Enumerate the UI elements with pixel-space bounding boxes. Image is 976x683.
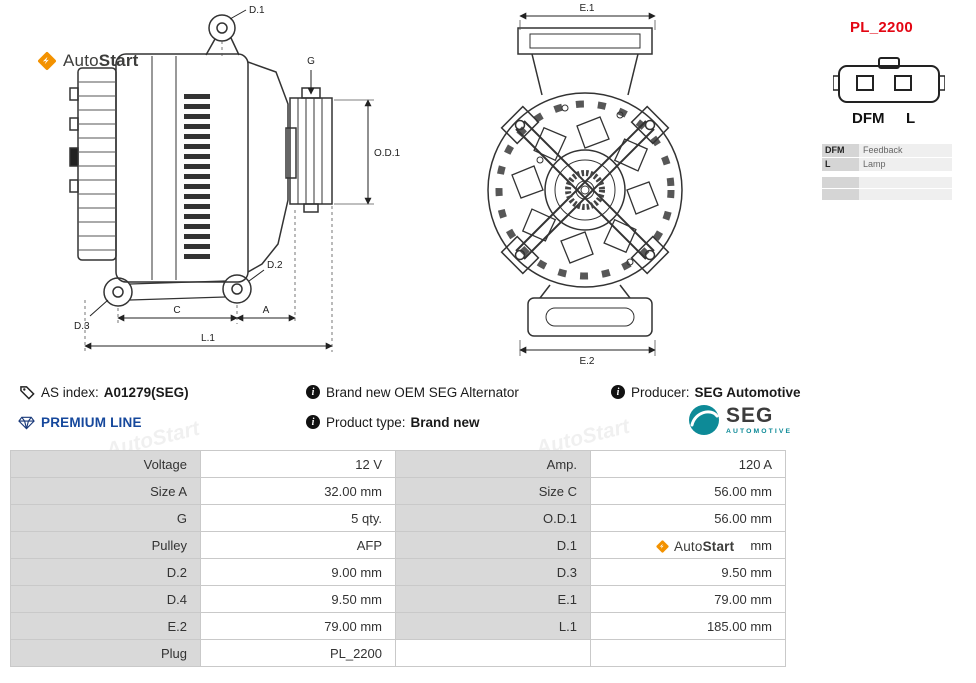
- spec-table: Voltage 12 V Amp. 120 A Size A 32.00 mm …: [10, 450, 786, 667]
- as-index: AS index: A01279(SEG): [41, 385, 189, 400]
- spec-label: D.2: [10, 558, 201, 586]
- dim-label-c: C: [173, 305, 180, 316]
- premium-line-label: PREMIUM LINE: [41, 415, 142, 430]
- brand-name: AutoStart: [63, 51, 139, 70]
- autostart-logo: AutoStart: [36, 50, 139, 72]
- spec-label: G: [10, 504, 201, 532]
- spec-label: Voltage: [10, 450, 201, 478]
- dim-label-l1: L.1: [201, 333, 215, 344]
- legend-row: [822, 189, 952, 200]
- spec-value: 32.00 mm: [200, 477, 396, 505]
- fan: [511, 116, 659, 264]
- autostart-diamond-icon: [38, 52, 56, 70]
- spec-label: Amp.: [395, 450, 591, 478]
- spec-row: D.4 9.50 mm E.1 79.00 mm: [10, 585, 786, 613]
- seg-circle-icon: [689, 405, 719, 435]
- producer-label: Producer:: [631, 385, 690, 400]
- producer: Producer: SEG Automotive: [631, 385, 801, 400]
- seg-logo-subtext: AUTOMOTIVE: [726, 427, 793, 435]
- spec-label: Size C: [395, 477, 591, 505]
- spec-label: E.1: [395, 585, 591, 613]
- spec-value: 79.00 mm: [200, 612, 396, 640]
- product-type-value: Brand new: [410, 415, 480, 430]
- spec-row: G 5 qty. O.D.1 56.00 mm: [10, 504, 786, 532]
- spec-label: D.1: [395, 531, 591, 559]
- spec-value: 185.00 mm: [590, 612, 786, 640]
- autostart-watermark-logo: AutoStart: [655, 539, 734, 554]
- info-icon: i: [306, 385, 320, 399]
- plug-pin-l-label: L: [906, 110, 916, 127]
- info-icon: i: [611, 385, 625, 399]
- spec-label: E.2: [10, 612, 201, 640]
- spec-value: 12 V: [200, 450, 396, 478]
- dim-label-e2: E.2: [579, 356, 594, 367]
- spec-value: 79.00 mm: [590, 585, 786, 613]
- dim-label-e1: E.1: [579, 3, 594, 14]
- as-index-value: A01279(SEG): [103, 385, 189, 400]
- spec-value: 120 A: [590, 450, 786, 478]
- spec-label: L.1: [395, 612, 591, 640]
- product-type-label: Product type:: [326, 415, 406, 430]
- spec-value: 56.00 mm: [590, 504, 786, 532]
- dim-label-a: A: [263, 305, 270, 316]
- info-icon: i: [306, 415, 320, 429]
- legend-row: [822, 177, 952, 188]
- spec-value: AFP: [200, 531, 396, 559]
- spec-label: Size A: [10, 477, 201, 505]
- seg-logo-text: SEG: [726, 403, 774, 427]
- producer-value: SEG Automotive: [694, 385, 801, 400]
- gem-icon: [18, 416, 35, 430]
- spec-value: 9.50 mm: [590, 558, 786, 586]
- dim-label-d1: D.1: [249, 5, 265, 16]
- dim-label-od1: O.D.1: [374, 148, 401, 159]
- spec-value: 9.50 mm: [200, 585, 396, 613]
- spec-value-empty: [590, 639, 786, 667]
- alternator-front-view-drawing: E.1 E.2: [487, 3, 683, 367]
- plug-pin-dfm-label: DFM: [852, 110, 885, 127]
- spec-row: D.2 9.00 mm D.3 9.50 mm: [10, 558, 786, 586]
- seg-automotive-logo: SEG AUTOMOTIVE: [688, 404, 792, 436]
- spec-value: 56.00 mm: [590, 477, 786, 505]
- spec-row: Plug PL_2200: [10, 639, 786, 667]
- spec-row: Voltage 12 V Amp. 120 A: [10, 450, 786, 478]
- plug-code: PL_2200: [850, 19, 913, 36]
- spec-row: E.2 79.00 mm L.1 185.00 mm: [10, 612, 786, 640]
- spec-value: PL_2200: [200, 639, 396, 667]
- dim-label-d2: D.2: [267, 260, 283, 271]
- spec-label: D.4: [10, 585, 201, 613]
- as-index-label: AS index:: [41, 385, 99, 400]
- spec-label-empty: [395, 639, 591, 667]
- tag-icon: [20, 386, 35, 400]
- spec-label: D.3: [395, 558, 591, 586]
- spec-label: Plug: [10, 639, 201, 667]
- product-type: Product type: Brand new: [326, 415, 480, 430]
- autostart-diamond-icon: [656, 540, 669, 553]
- brand-new-text: Brand new OEM SEG Alternator: [326, 385, 519, 400]
- alternator-side-view-drawing: D.1 G O.D.1 D.2 D.3 C A L.1: [69, 5, 401, 352]
- dim-label-g: G: [307, 56, 315, 67]
- spec-value: 9.00 mm: [200, 558, 396, 586]
- spec-label: Pulley: [10, 531, 201, 559]
- spec-label: O.D.1: [395, 504, 591, 532]
- plug-connector-drawing: [833, 57, 945, 103]
- spec-row: Size A 32.00 mm Size C 56.00 mm: [10, 477, 786, 505]
- spec-value: 5 qty.: [200, 504, 396, 532]
- dim-label-d3: D.3: [74, 321, 90, 332]
